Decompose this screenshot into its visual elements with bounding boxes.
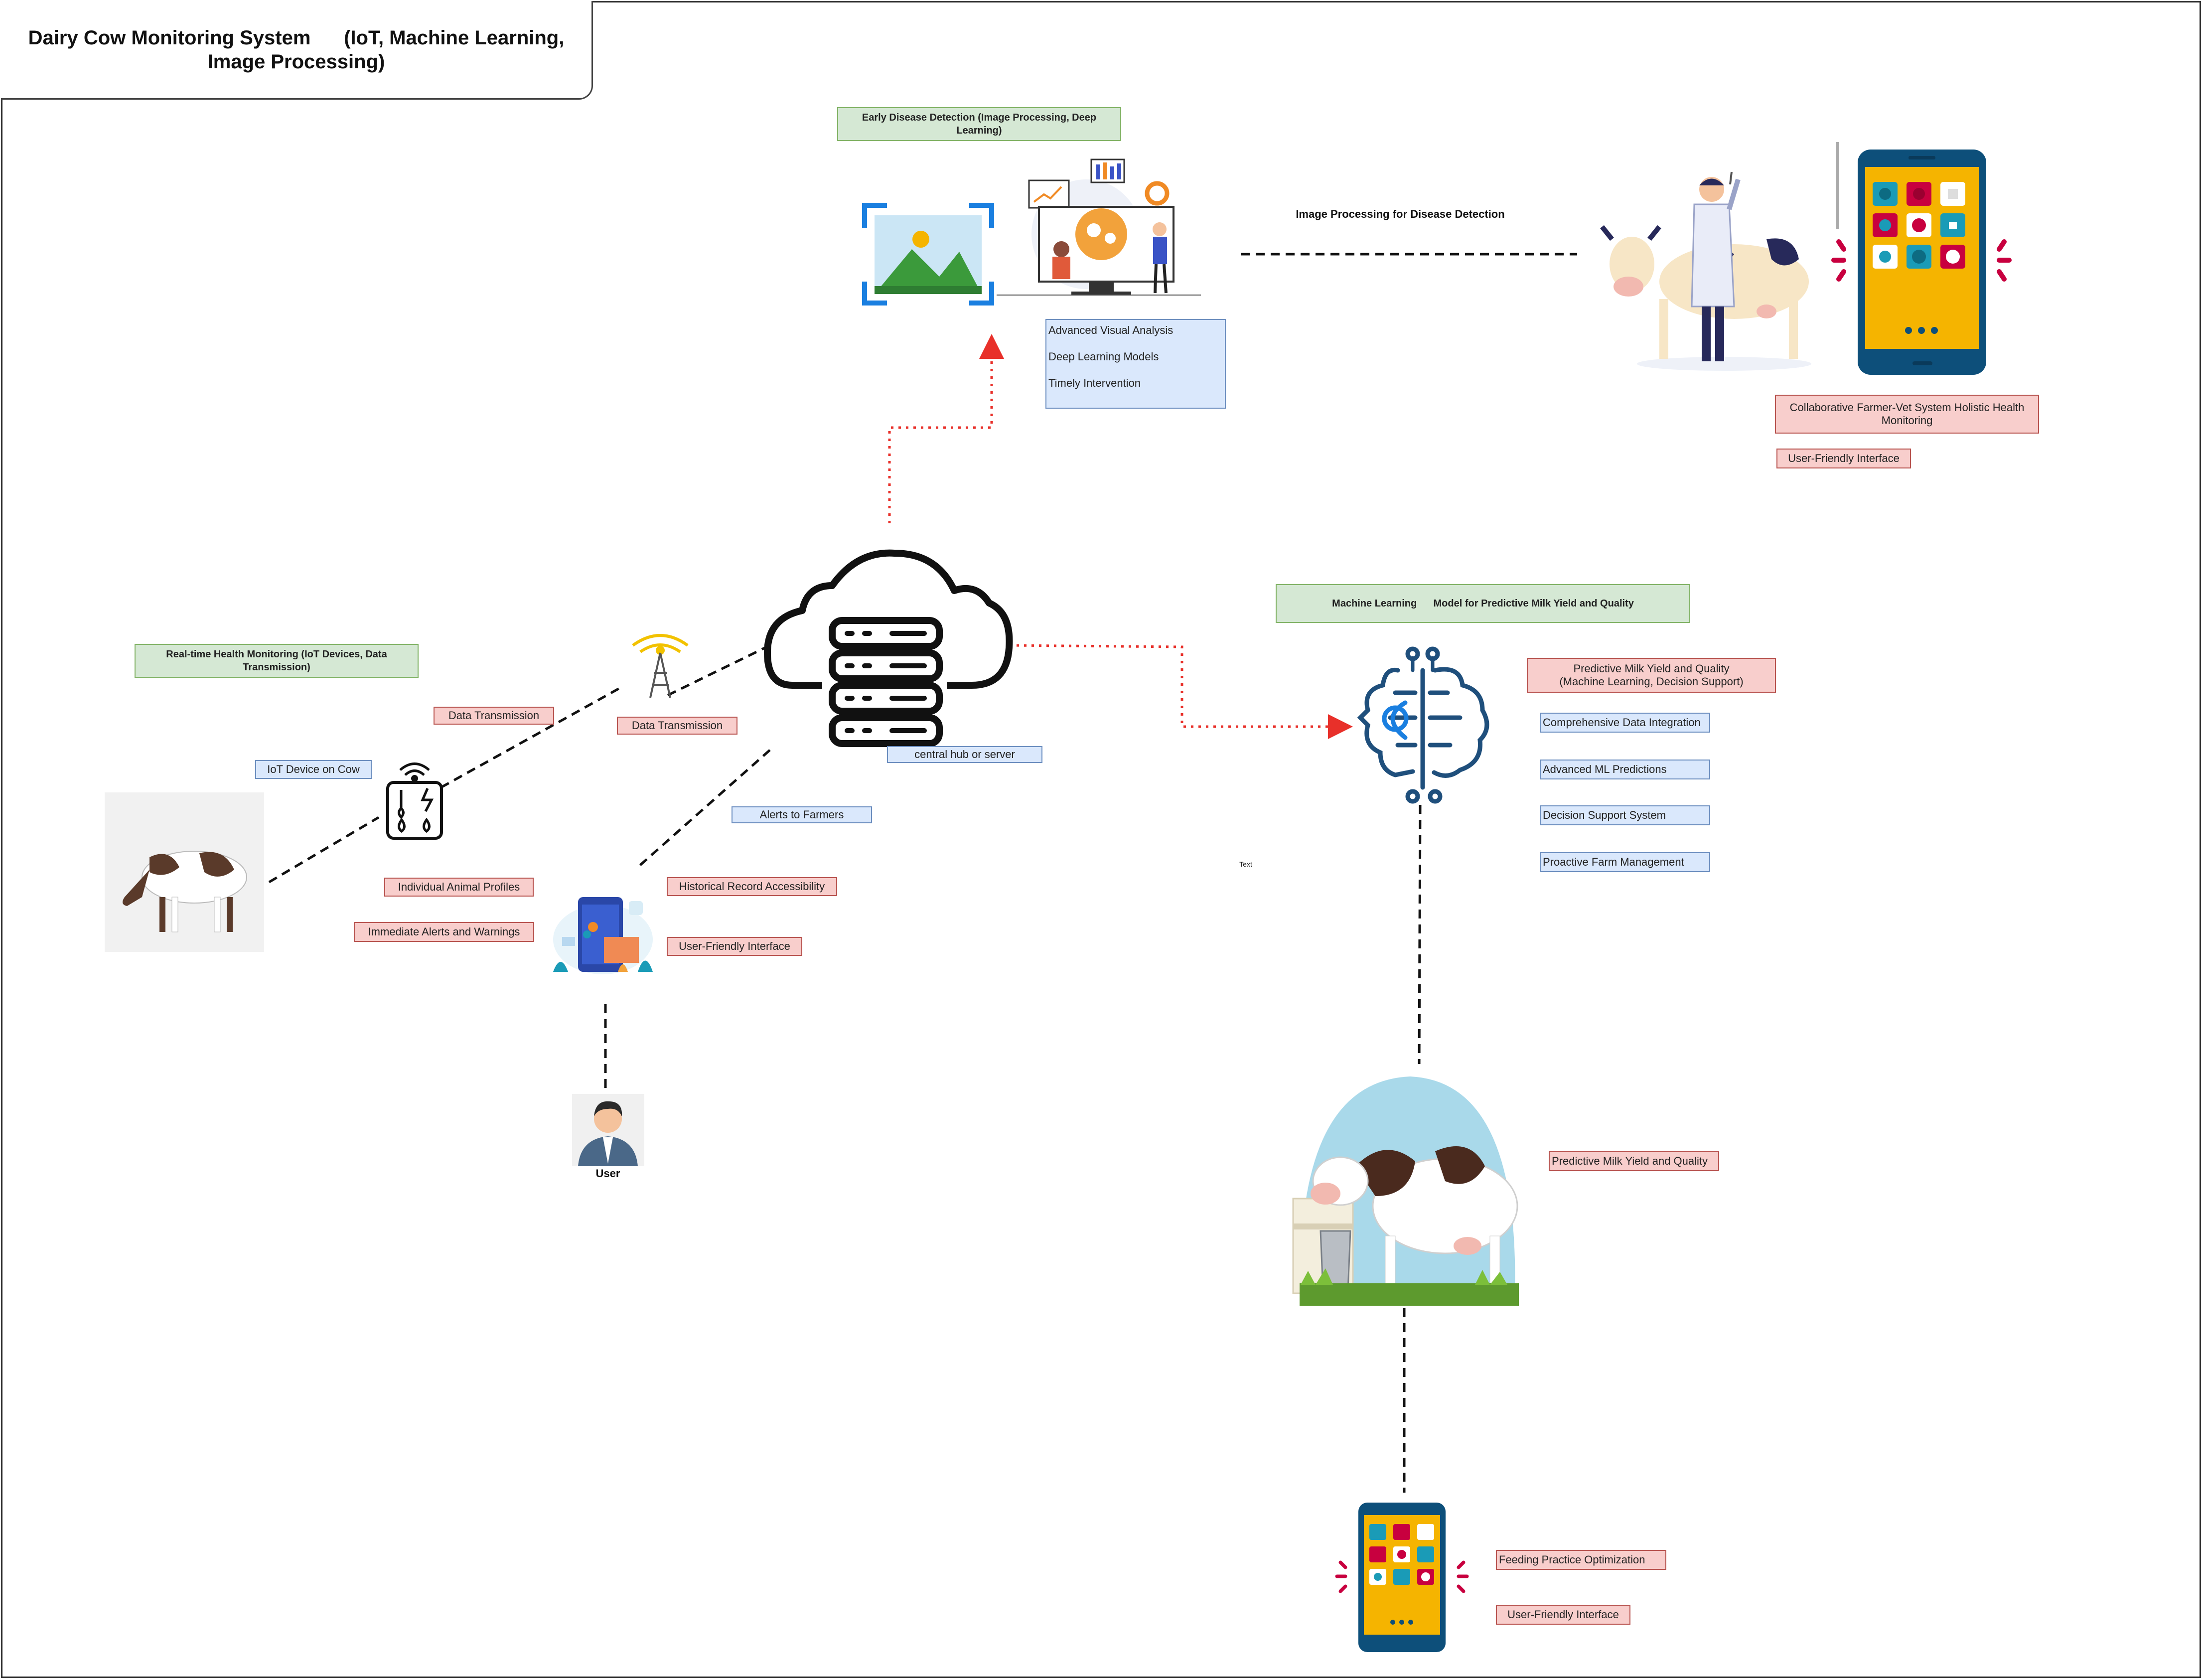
label-ml-predictions: Advanced ML Predictions	[1540, 760, 1710, 779]
label-mobile-ui: User-Friendly Interface	[1496, 1605, 1630, 1625]
label-ml-predictive: Predictive Milk Yield and Quality (Machi…	[1527, 658, 1776, 693]
milk-cow-illustration-icon	[1292, 1076, 1519, 1306]
section-ml-model: Machine Learning Model for Predictive Mi…	[1276, 584, 1690, 623]
feature-advanced-visual-analysis: Advanced Visual Analysis	[1048, 324, 1174, 336]
farmer-vet-phone-icon	[1831, 142, 2012, 375]
feature-deep-learning-models: Deep Learning Models	[1048, 350, 1159, 363]
image-frame-icon	[862, 203, 994, 305]
label-individual-profiles: Individual Animal Profiles	[384, 878, 534, 897]
label-alerts-to-farmers: Alerts to Farmers	[732, 806, 872, 823]
label-data-transmission-1: Data Transmission	[434, 707, 554, 725]
cow-photo-icon	[105, 792, 264, 952]
connector-cloud-to-disease	[888, 334, 1004, 523]
label-vet-ui: User-Friendly Interface	[1776, 449, 1911, 468]
farmer-app-illustration-icon	[553, 897, 653, 974]
transmission-tower-icon	[632, 634, 689, 698]
connector-cow-to-iot	[268, 816, 380, 884]
user-avatar-icon	[572, 1094, 644, 1166]
section-realtime-monitoring: Real-time Health Monitoring (IoT Devices…	[135, 644, 419, 678]
label-ml-data-integration: Comprehensive Data Integration	[1540, 713, 1710, 733]
vet-with-cow-icon	[1600, 171, 1811, 371]
title-box: Dairy Cow Monitoring System (IoT, Machin…	[1, 1, 593, 100]
connector-brain-to-milk	[1418, 804, 1422, 1065]
label-data-transmission-2: Data Transmission	[617, 717, 737, 735]
label-feeding-optimization: Feeding Practice Optimization	[1496, 1550, 1666, 1570]
label-farmer-app-ui: User-Friendly Interface	[667, 937, 802, 956]
connector-tower-to-cloud	[667, 644, 771, 697]
label-ml-decision-support: Decision Support System	[1540, 805, 1710, 825]
text-placeholder: Text	[1239, 860, 1252, 868]
feature-timely-intervention: Timely Intervention	[1048, 377, 1141, 389]
label-historical-records: Historical Record Accessibility	[667, 877, 837, 896]
page-title: Dairy Cow Monitoring System (IoT, Machin…	[28, 26, 570, 73]
connector-cloud-to-ml	[1009, 644, 1353, 739]
mobile-app-phone-icon	[1335, 1503, 1469, 1652]
label-collab-farmer-vet: Collaborative Farmer-Vet System Holistic…	[1775, 395, 2039, 434]
ai-brain-gear-icon	[1357, 646, 1489, 804]
disease-features-box: Advanced Visual Analysis Deep Learning M…	[1045, 319, 1226, 409]
user-label: User	[595, 1167, 620, 1180]
label-central-hub: central hub or server	[887, 746, 1042, 763]
deep-learning-illustration-icon	[997, 158, 1201, 296]
label-immediate-alerts: Immediate Alerts and Warnings	[354, 922, 534, 942]
iot-sensor-device-icon	[386, 763, 443, 840]
section-disease-detection: Early Disease Detection (Image Processin…	[837, 107, 1121, 141]
label-milk-predictive: Predictive Milk Yield and Quality	[1549, 1151, 1719, 1171]
label-ml-farm-management: Proactive Farm Management	[1540, 852, 1710, 872]
central-server-cloud-icon	[764, 549, 1013, 747]
edge-label-image-processing: Image Processing for Disease Detection	[1296, 208, 1505, 220]
connector-iot-to-tower	[440, 686, 621, 789]
label-iot-device-on-cow: IoT Device on Cow	[255, 760, 372, 779]
